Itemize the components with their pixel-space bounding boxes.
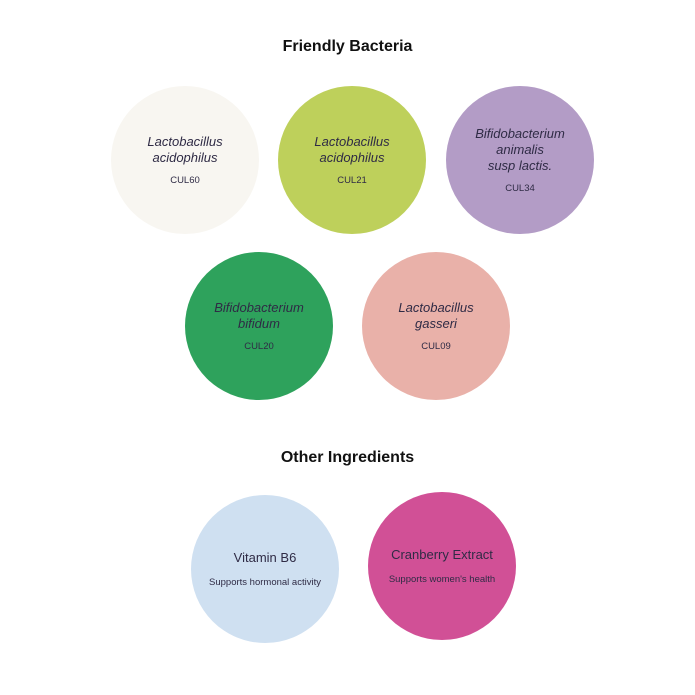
ingredient-description: Supports hormonal activity xyxy=(209,577,321,588)
ingredient-circle-cranberry: Cranberry Extract Supports women's healt… xyxy=(368,492,516,640)
friendly-bacteria-title: Friendly Bacteria xyxy=(282,38,413,55)
ingredient-circle-vitamin-b6: Vitamin B6 Supports hormonal activity xyxy=(191,495,339,643)
bacteria-code: CUL34 xyxy=(505,183,535,194)
ingredient-description: Supports women's health xyxy=(388,574,496,585)
bacteria-species: Lactobacillus acidophilus xyxy=(314,134,390,165)
bacteria-species: Bifidobacterium animalis susp lactis. xyxy=(475,126,565,173)
bacteria-circle-cul20: Bifidobacterium bifidum CUL20 xyxy=(185,252,333,400)
bacteria-circle-cul60: Lactobacillus acidophilus CUL60 xyxy=(111,86,259,234)
bacteria-code: CUL20 xyxy=(244,341,274,352)
bacteria-code: CUL21 xyxy=(337,175,367,186)
bacteria-circle-cul34: Bifidobacterium animalis susp lactis. CU… xyxy=(446,86,594,234)
bacteria-species: Lactobacillus acidophilus xyxy=(147,134,223,165)
bacteria-species: Lactobacillus gasseri xyxy=(398,300,474,331)
bacteria-code: CUL60 xyxy=(170,175,200,186)
bacteria-code: CUL09 xyxy=(421,341,451,352)
bacteria-circle-cul21: Lactobacillus acidophilus CUL21 xyxy=(278,86,426,234)
bacteria-circle-cul09: Lactobacillus gasseri CUL09 xyxy=(362,252,510,400)
ingredient-name: Vitamin B6 xyxy=(233,550,297,565)
bacteria-species: Bifidobacterium bifidum xyxy=(214,300,304,331)
other-ingredients-title: Other Ingredients xyxy=(280,449,415,466)
ingredient-name: Cranberry Extract xyxy=(391,547,493,562)
